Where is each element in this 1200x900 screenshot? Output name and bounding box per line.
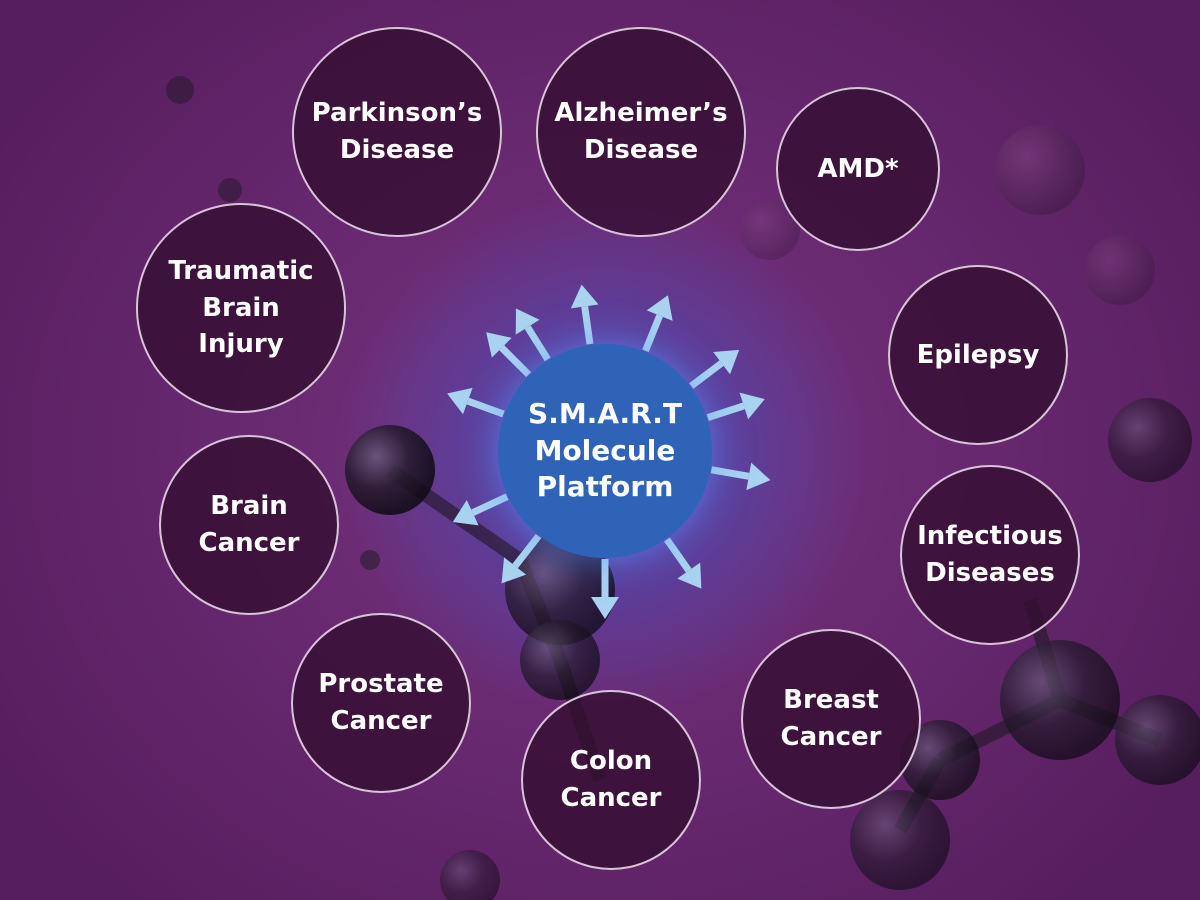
arrow-8 — [486, 332, 532, 378]
node-breast-cancer: Breast Cancer — [741, 629, 921, 809]
arrow-9 — [515, 308, 551, 362]
node-traumatic-brain-injury: Traumatic Brain Injury — [136, 203, 346, 413]
arrow-7 — [447, 387, 505, 418]
arrow-12 — [689, 349, 740, 389]
arrow-1 — [706, 392, 765, 421]
arrow-5 — [501, 533, 542, 584]
node-parkinsons: Parkinson’s Disease — [292, 27, 502, 237]
node-brain-cancer: Brain Cancer — [159, 435, 339, 615]
node-infectious-diseases: Infectious Diseases — [900, 465, 1080, 645]
arrow-3 — [664, 537, 702, 589]
arrow-2 — [710, 462, 771, 491]
node-epilepsy: Epilepsy — [888, 265, 1068, 445]
arrow-10 — [570, 284, 599, 345]
node-alzheimers: Alzheimer’s Disease — [536, 27, 746, 237]
node-colon-cancer: Colon Cancer — [521, 690, 701, 870]
node-amd: AMD* — [776, 87, 940, 251]
center-platform-node: S.M.A.R.T Molecule Platform — [498, 344, 712, 558]
node-prostate-cancer: Prostate Cancer — [291, 613, 471, 793]
arrow-4 — [591, 559, 619, 619]
molecule-atoms — [166, 76, 1200, 900]
arrow-6 — [452, 493, 509, 526]
arrow-11 — [642, 295, 673, 353]
